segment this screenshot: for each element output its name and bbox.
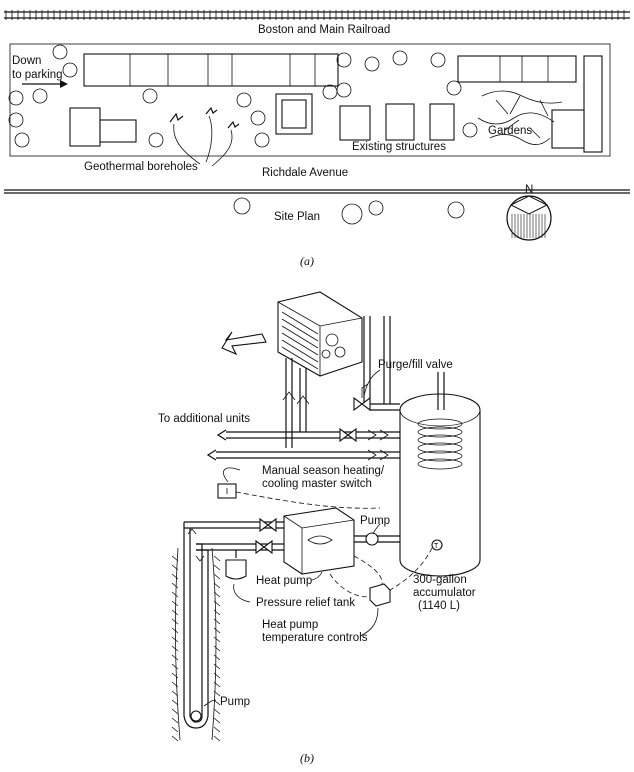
switch-label-2: cooling master switch (262, 478, 372, 490)
accumulator-label-3: (1140 L) (418, 600, 460, 612)
pump-top-body (365, 532, 379, 546)
trees (8, 44, 478, 148)
north-arrow: N (506, 184, 552, 241)
existing-structures (339, 103, 455, 141)
top-building (83, 53, 339, 87)
supply-return-risers (282, 358, 310, 448)
relief-tank-label: Pressure relief tank (256, 597, 355, 609)
pump-top-label: Pump (360, 515, 390, 527)
pump-bottom-body (190, 710, 202, 722)
street-trees (233, 197, 465, 225)
railroad-track (4, 10, 630, 20)
pressure-relief-tank (225, 550, 251, 603)
garden-pattern (477, 90, 563, 145)
middle-building (275, 93, 313, 135)
heat-pump-leader (311, 571, 323, 581)
svg-text:T: T (434, 543, 439, 550)
borehole-markers (169, 106, 240, 167)
parking-label-2: to parking (12, 69, 63, 81)
header-pipes (206, 427, 410, 461)
switch-label-1: Manual season heating/ (262, 465, 385, 477)
master-switch (217, 467, 381, 509)
controls-label-1: Heat pump (262, 619, 318, 631)
site-plan: Boston and Main Railroad (4, 10, 630, 268)
temperature-controls (359, 583, 391, 637)
existing-label: Existing structures (352, 141, 446, 153)
boreholes-label: Geothermal boreholes (84, 161, 198, 173)
parking-label-1: Down (12, 55, 41, 67)
caption-b: (b) (300, 751, 314, 765)
fan-coil-unit (277, 291, 363, 377)
header-valve (339, 427, 357, 443)
site-boundary (9, 43, 611, 157)
heat-pump-piping (184, 517, 433, 598)
avenue-label: Richdale Avenue (262, 167, 348, 179)
gardens-label: Gardens (488, 125, 532, 137)
heat-pump-label: Heat pump (256, 575, 312, 587)
accumulator-label-1: 300-gallon (413, 574, 467, 586)
ground-loop (171, 522, 221, 742)
additional-units-label: To additional units (158, 413, 250, 425)
pump-bottom-label: Pump (220, 696, 250, 708)
plan-title: Site Plan (274, 211, 320, 223)
accumulator-tank: T (399, 372, 481, 577)
parking-arrow-head (60, 80, 68, 88)
purge-valve-label: Purge/fill valve (378, 359, 453, 371)
purge-fill-valve-body (353, 396, 371, 412)
right-building (457, 55, 603, 153)
purge-fill-pipes (353, 316, 400, 412)
railroad-label: Boston and Main Railroad (258, 24, 390, 36)
north-label: N (525, 184, 533, 196)
heat-pump-unit (283, 507, 355, 575)
controls-label-2: temperature controls (262, 632, 368, 644)
accumulator-label-2: accumulator (413, 587, 476, 599)
left-building (69, 107, 137, 147)
air-flow-arrow (221, 331, 267, 356)
system-diagram: T (158, 291, 481, 765)
caption-a: (a) (300, 254, 314, 268)
